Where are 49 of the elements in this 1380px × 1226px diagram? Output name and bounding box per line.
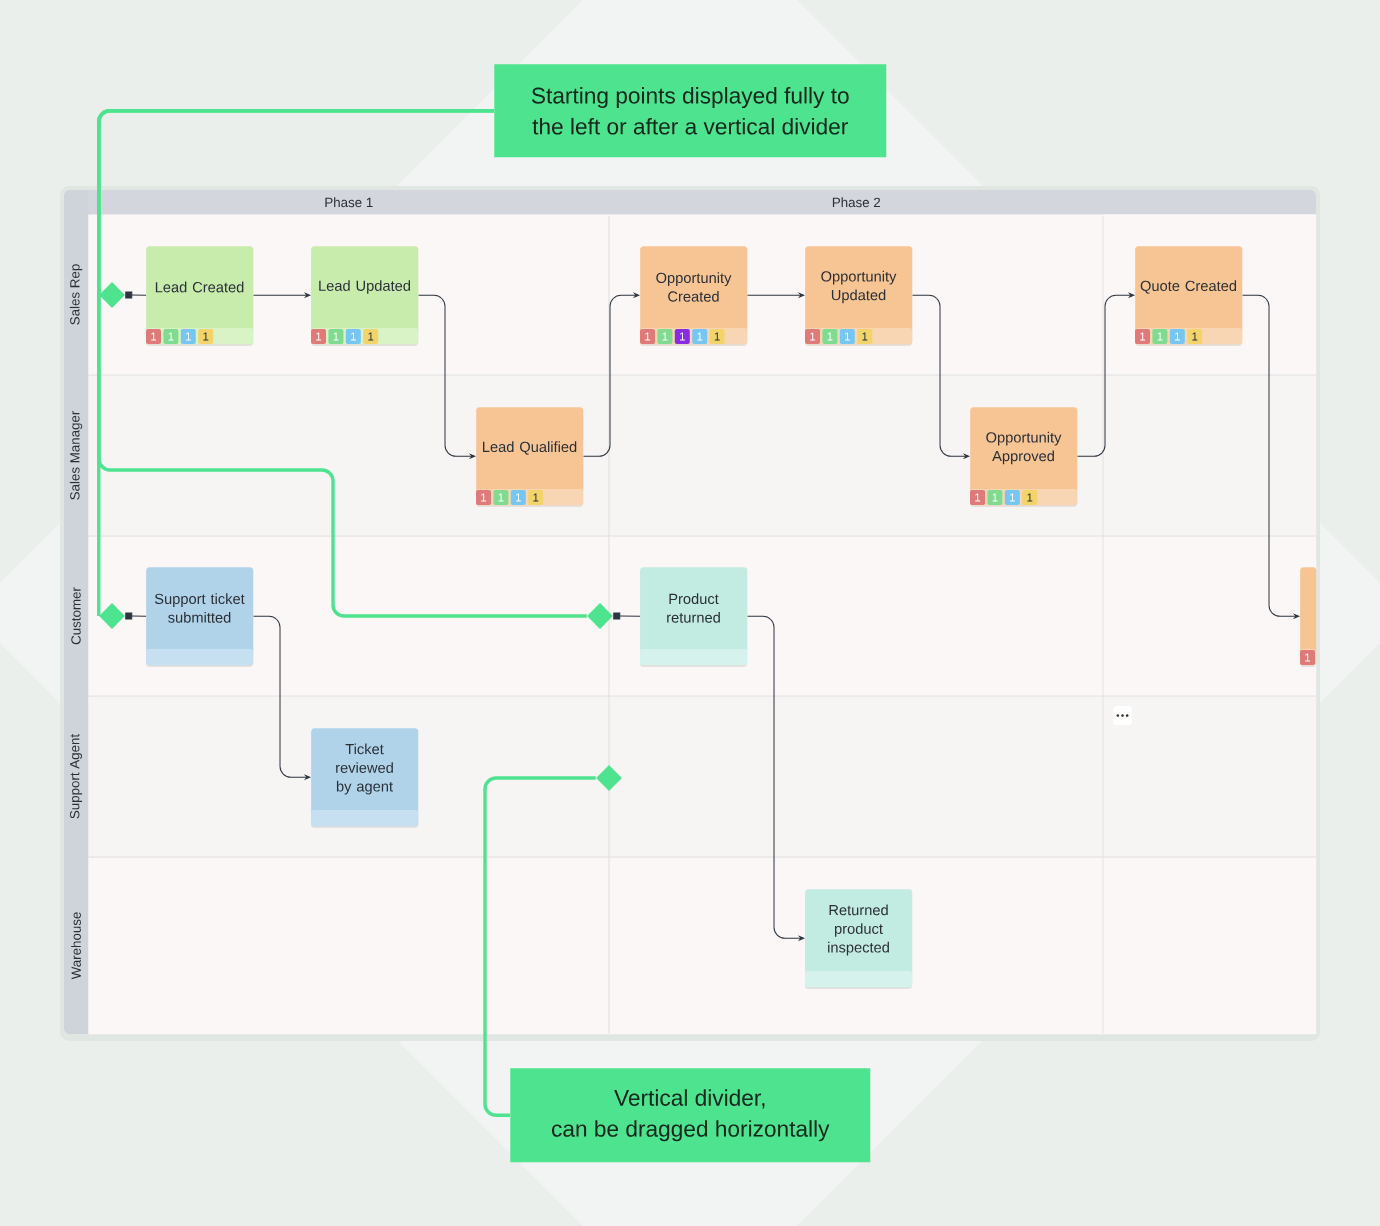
process-card: Returned product inspected	[805, 889, 913, 989]
tag-badge: 1	[328, 329, 344, 344]
phase-header: Phase 1	[88, 190, 610, 215]
tag-badge: 1	[657, 329, 673, 344]
process-card: Ticket reviewed by agent	[311, 728, 419, 828]
diamond-marker	[99, 282, 125, 308]
arrow	[747, 292, 805, 298]
arrow	[253, 615, 311, 780]
tag-badge: 1	[363, 329, 379, 344]
callout-box: Starting points displayed fully to the left or after a vertical divider	[494, 64, 887, 158]
connector-line	[125, 612, 147, 620]
arrow	[912, 294, 970, 459]
connector-line	[125, 291, 147, 299]
diamond-marker	[587, 603, 613, 629]
arrow	[1242, 294, 1300, 619]
node-label: Sales Manager	[69, 410, 83, 500]
tag-badge: 1	[146, 329, 161, 344]
node-label: Phase 1	[325, 197, 373, 208]
arrow	[583, 292, 640, 457]
node-label: Support Agent	[69, 733, 83, 819]
leader-line	[97, 109, 587, 618]
tag-badge: 1	[1300, 650, 1315, 665]
tag-badge: 1	[822, 329, 838, 344]
arrow	[253, 292, 311, 298]
tag-badge: 1	[311, 329, 326, 344]
arrow	[1077, 292, 1135, 457]
tag-badge: 1	[805, 329, 820, 344]
tag-badge: 1	[163, 329, 179, 344]
tag-badge: 1	[857, 329, 873, 344]
connector-line	[613, 612, 641, 620]
diamond-marker	[99, 603, 125, 629]
phase-header: Phase 2	[609, 190, 1104, 215]
tag-badge: 1	[1187, 329, 1203, 344]
node-label: Warehouse	[71, 912, 81, 980]
process-card: Support ticket submitted	[146, 567, 254, 667]
diamond-marker	[596, 765, 622, 791]
arrow	[747, 615, 805, 941]
node-label: Customer	[71, 587, 81, 645]
leader-line	[483, 776, 596, 1117]
node-label: Sales Rep	[69, 264, 83, 325]
tag-badge: 1	[198, 329, 214, 344]
process-card: Product returned	[640, 567, 748, 667]
tag-badge: 1	[1135, 329, 1150, 344]
tag-badge: 1	[1152, 329, 1168, 344]
node-label: Phase 2	[832, 197, 881, 208]
tag-badge: 1	[640, 329, 655, 344]
callout-box: Vertical divider, can be dragged horizontally	[510, 1068, 871, 1163]
arrow	[418, 294, 476, 459]
tag-badge: 1	[692, 329, 708, 344]
